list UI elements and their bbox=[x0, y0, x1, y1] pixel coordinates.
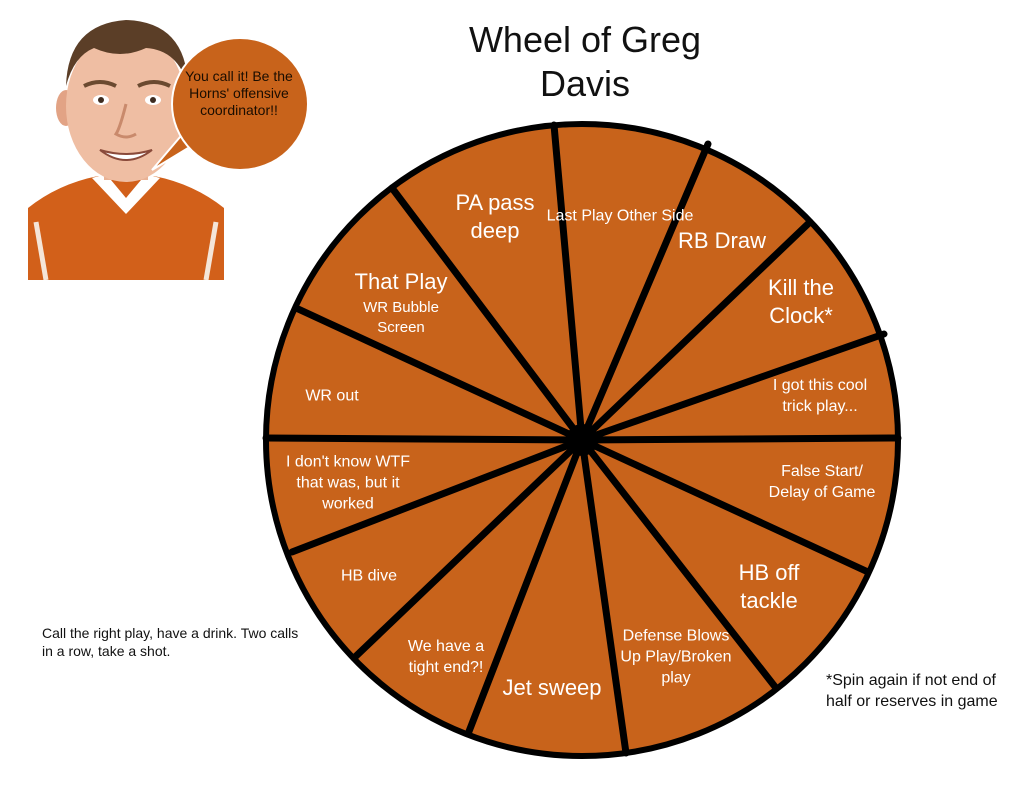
wheel-spoke bbox=[464, 436, 586, 738]
portrait-shirt bbox=[28, 176, 224, 280]
wheel-segment-that-play-title: That Play bbox=[354, 269, 448, 294]
wheel-segment-wr-out: WR out bbox=[305, 387, 359, 405]
wheel-spoke bbox=[578, 330, 888, 444]
wheel-segment-hb-dive: HB dive bbox=[340, 567, 398, 585]
wheel-segment-that-play: That Play WR Bubble Screen bbox=[346, 268, 456, 338]
wheel-spoke bbox=[578, 434, 902, 444]
wheel-spoke bbox=[288, 436, 586, 556]
wheel-spoke bbox=[578, 436, 630, 757]
portrait-smile bbox=[99, 149, 153, 161]
wheel-spoke bbox=[262, 434, 586, 444]
wheel-spoke bbox=[550, 121, 586, 444]
speech-bubble-shape bbox=[171, 37, 309, 171]
wheel-spoke bbox=[350, 436, 586, 662]
wheel-spoke bbox=[578, 436, 872, 576]
portrait-collar bbox=[92, 174, 160, 214]
portrait-hair bbox=[66, 20, 188, 86]
wheel-spoke bbox=[388, 184, 586, 444]
wheel-segment-defense-blows-up: Defense Blows Up Play/Broken play bbox=[620, 627, 732, 687]
wheel-segment-false-start: False Start/ Delay of Game bbox=[768, 463, 876, 501]
spin-again-note: *Spin again if not end of half or reserv… bbox=[826, 672, 998, 710]
wheel-segment-pa-pass-deep: PA pass deep bbox=[455, 190, 535, 243]
wheel-spoke bbox=[292, 304, 586, 444]
wheel-segment-tight-end: We have a tight end?! bbox=[407, 638, 485, 676]
play-wheel[interactable] bbox=[262, 120, 902, 760]
wheel-segment-that-play-sub: WR Bubble Screen bbox=[363, 299, 439, 336]
wheel-spoke bbox=[578, 140, 712, 444]
coach-portrait bbox=[28, 20, 224, 280]
page-title: Wheel of Greg Davis bbox=[468, 19, 702, 104]
wheel-segment-wtf-worked: I don't know WTF that was, but it worked bbox=[286, 453, 410, 513]
wheel-spoke bbox=[578, 436, 780, 692]
wheel-spoke bbox=[578, 218, 814, 444]
wheel-hub bbox=[566, 424, 598, 456]
wheel-segment-kill-clock: Kill the Clock* bbox=[767, 275, 835, 328]
wheel-segment-jet-sweep: Jet sweep bbox=[502, 675, 602, 700]
wheel-spokes bbox=[262, 121, 902, 757]
speech-bubble-text: You call it! Be the Horns' offensive coo… bbox=[185, 68, 293, 118]
wheel-segment-rb-draw: RB Draw bbox=[677, 228, 767, 253]
wheel-segment-trick-play: I got this cool trick play... bbox=[772, 377, 868, 415]
wheel-segment-last-play: Last Play Other Side bbox=[546, 207, 694, 225]
drinking-rules-note: Call the right play, have a drink. Two c… bbox=[42, 625, 299, 659]
wheel-segment-hb-off-tackle: HB off tackle bbox=[738, 560, 800, 613]
